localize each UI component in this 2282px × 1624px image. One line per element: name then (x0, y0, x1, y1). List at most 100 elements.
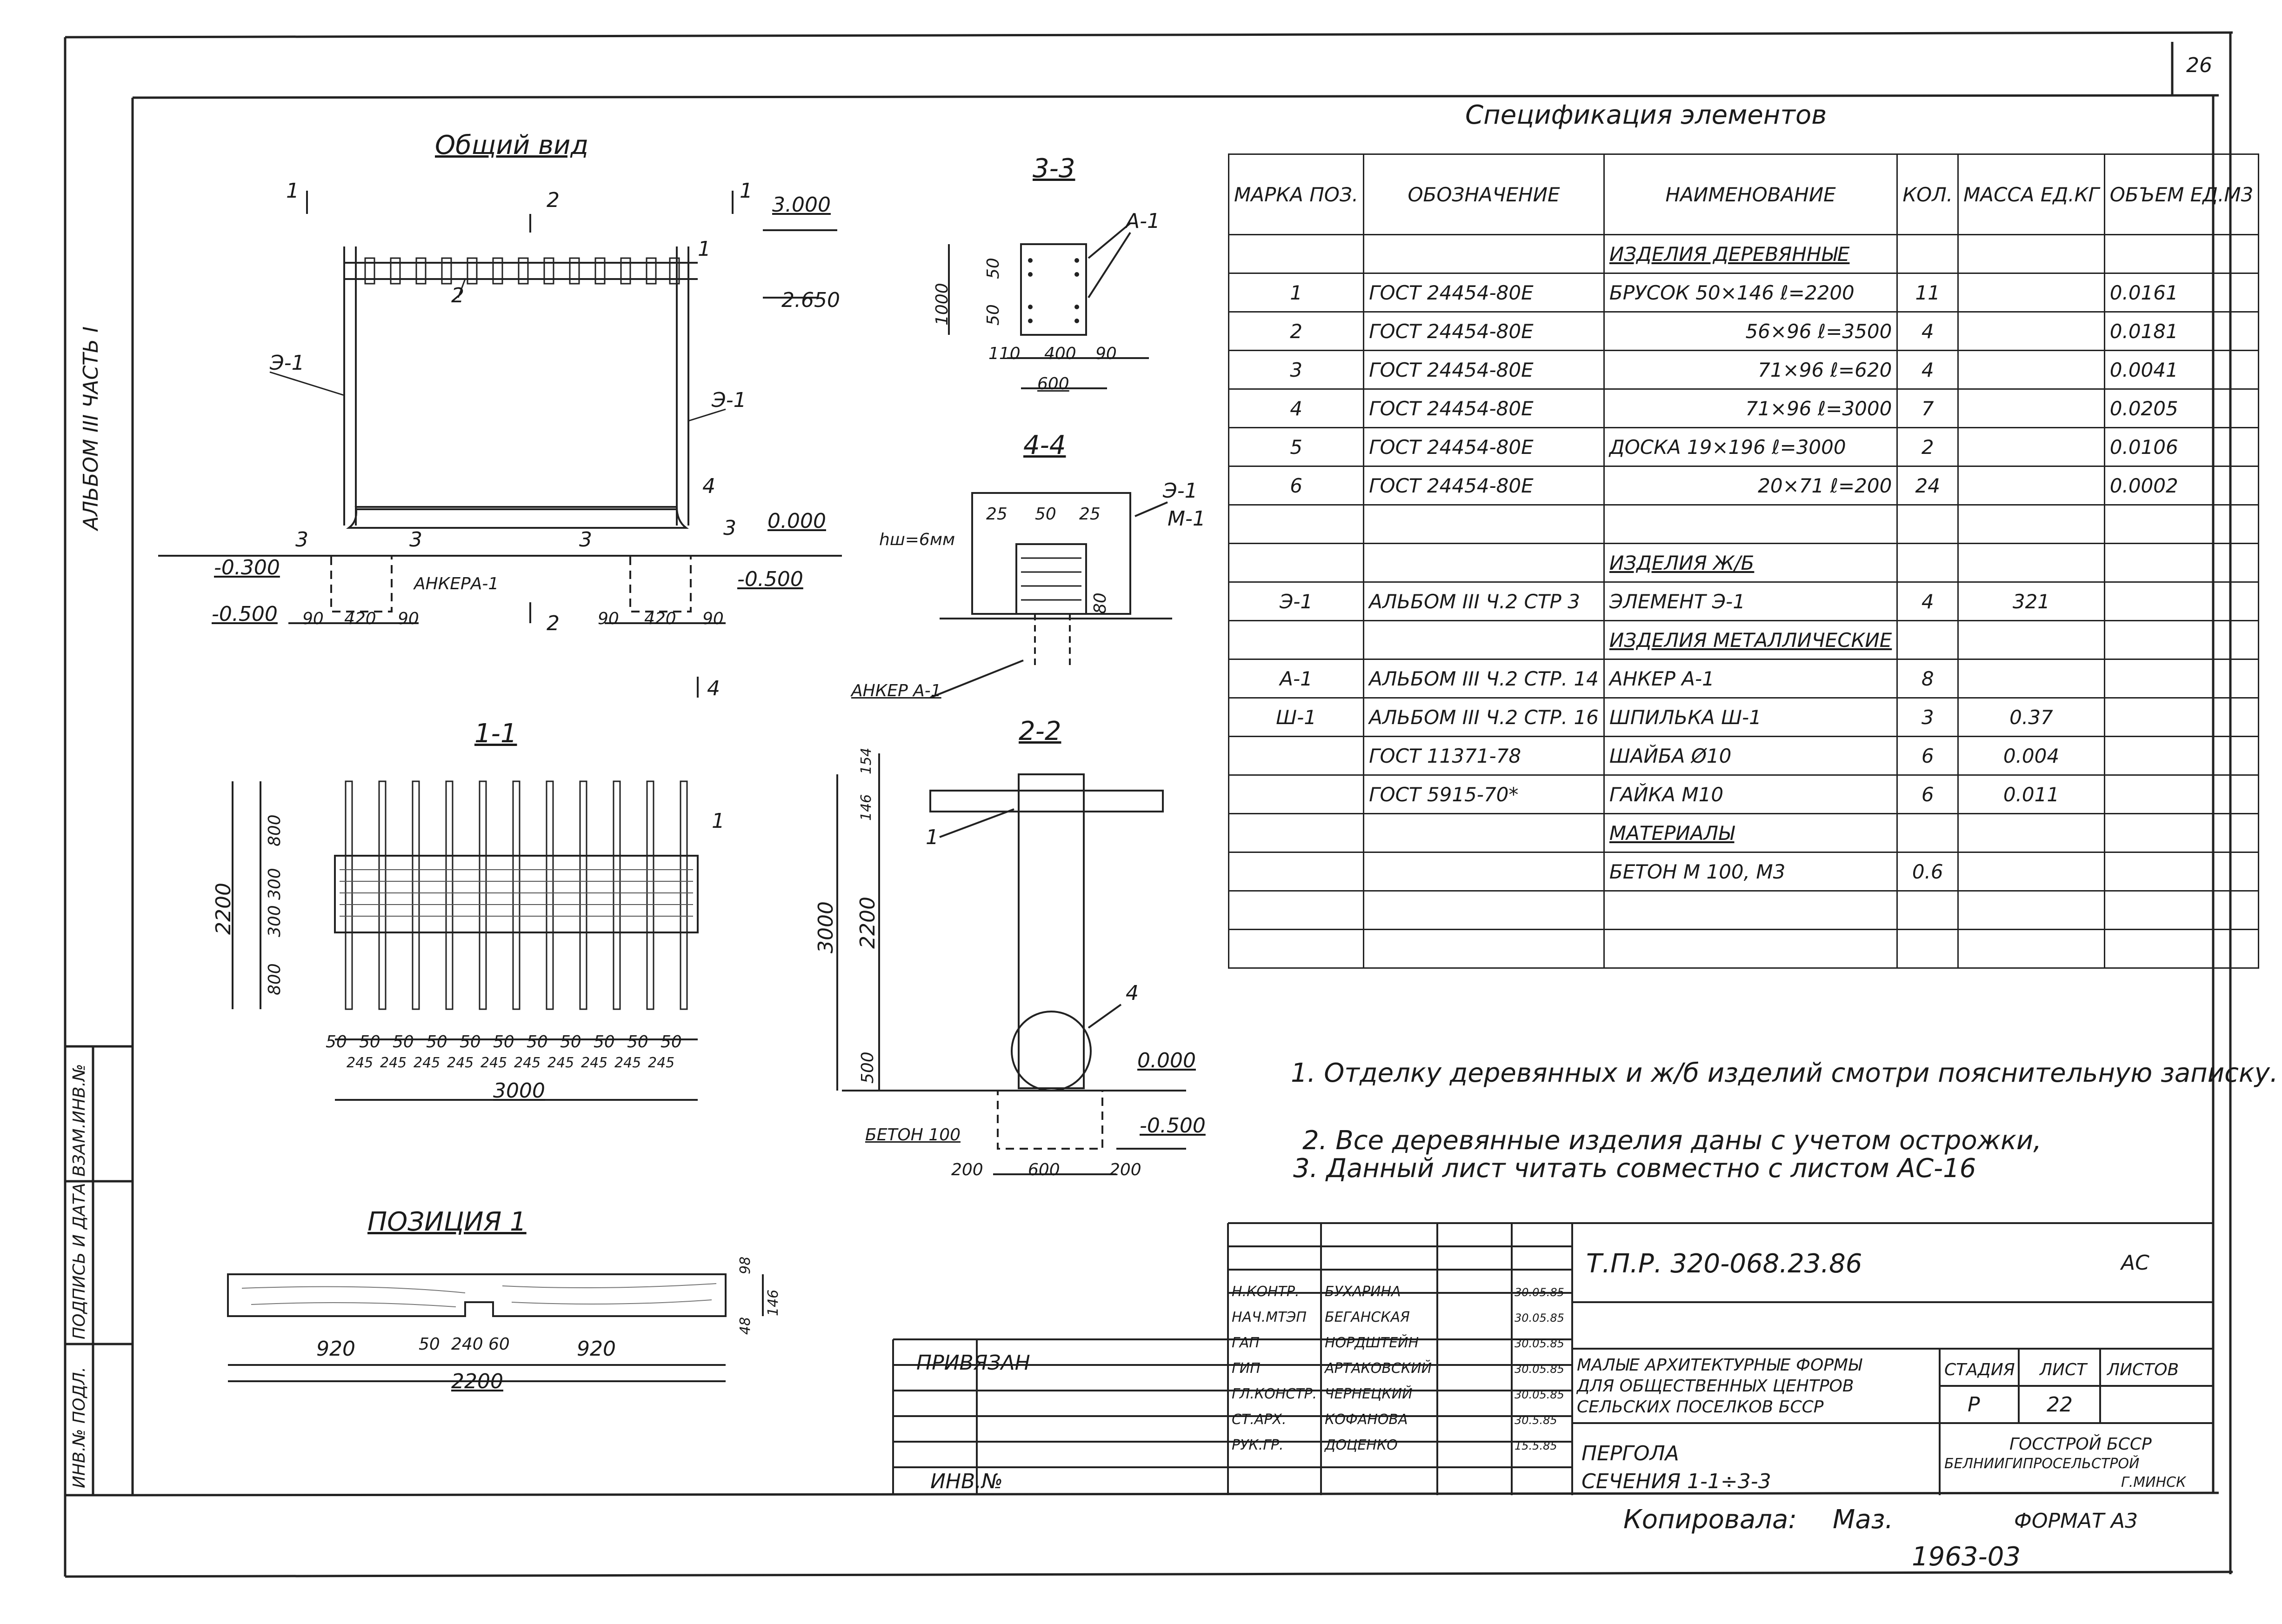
spec-row (1228, 929, 2260, 969)
dimension: 50 (527, 1032, 548, 1052)
dimension: 50 (426, 1032, 447, 1052)
dimension: 245 (547, 1055, 574, 1071)
spec-table: МАРКА ПОЗ. ОБОЗНАЧЕНИЕ НАИМЕНОВАНИЕ КОЛ.… (1228, 153, 2260, 969)
spec-cell-qty (1896, 543, 1959, 583)
spec-cell-qty (1896, 234, 1959, 274)
spec-cell-name (1603, 929, 1898, 969)
dimension: 400 (1044, 344, 1076, 363)
spec-cell-vol: 0.0041 (2103, 350, 2260, 390)
slat (378, 780, 387, 1010)
spec-cell-pos (1228, 852, 1365, 892)
spec-cell-name: ИЗДЕЛИЯ МЕТАЛЛИЧЕСКИЕ (1603, 620, 1898, 660)
spec-cell-pos: А-1 (1228, 659, 1365, 699)
format-label: ФОРМАТ А3 (2014, 1509, 2138, 1533)
spec-cell-code: ГОСТ 24454-80Е (1363, 427, 1605, 467)
spec-cell-pos: Э-1 (1228, 581, 1365, 621)
dimension: 154 (858, 747, 874, 774)
slat (512, 780, 520, 1010)
spec-cell-vol (2103, 813, 2260, 853)
spec-cell-qty: 8 (1896, 659, 1959, 699)
dimension: 420 (344, 609, 376, 628)
callout-label: Э-1 (712, 388, 747, 412)
dimension: 110 (988, 344, 1021, 363)
weld-note: hш=6мм (879, 530, 955, 549)
person-name: ДОЦЕНКО (1325, 1437, 1398, 1453)
inv-label: ИНВ.№ (930, 1470, 1003, 1493)
spec-cell-mass (1957, 620, 2105, 660)
dimension: 80 (1091, 592, 1110, 614)
spec-cell-name: ШАЙБА Ø10 (1603, 736, 1898, 776)
note-2: 2. Все деревянные изделия даны с учетом … (1302, 1125, 2042, 1156)
spec-cell-mass (1957, 813, 2105, 853)
spec-cell-vol (2103, 774, 2260, 814)
document-mark: АС (2121, 1251, 2149, 1275)
sign-date: 30.05.85 (1515, 1337, 1564, 1350)
section-mark: 4 (702, 474, 715, 498)
spec-cell-code (1363, 543, 1605, 583)
drawing-name: ПЕРГОЛА (1581, 1442, 1679, 1465)
spec-cell-qty: 4 (1896, 311, 1959, 351)
callout-label: А-1 (1126, 209, 1160, 233)
slat (680, 780, 688, 1010)
spec-cell-code (1363, 504, 1605, 544)
spec-cell-qty: 24 (1896, 466, 1959, 506)
spec-cell-pos (1228, 813, 1365, 853)
dimension: 25 (986, 505, 1008, 524)
spec-cell-code: АЛЬБОМ III Ч.2 СТР. 14 (1363, 659, 1605, 699)
spec-cell-vol: 0.0161 (2103, 273, 2260, 313)
spec-cell-pos (1228, 736, 1365, 776)
sheet-value: 22 (2047, 1393, 2073, 1417)
dimension: 245 (347, 1055, 374, 1071)
spec-cell-qty: 2 (1896, 427, 1959, 467)
spec-cell-mass (1957, 234, 2105, 274)
spec-cell-code (1363, 620, 1605, 660)
spec-cell-mass (1957, 311, 2105, 351)
slat (613, 780, 621, 1010)
spec-cell-name: БРУСОК 50×146 ℓ=2200 (1603, 273, 1898, 313)
person-name: АРТАКОВСКИЙ (1325, 1360, 1432, 1377)
role-label: РУК.ГР. (1232, 1437, 1284, 1453)
dimension: 300 (265, 905, 284, 937)
dimension: 50 (661, 1032, 682, 1052)
project-line: СЕЛЬСКИХ ПОСЕЛКОВ БССР (1577, 1398, 1824, 1417)
spec-cell-name: МАТЕРИАЛЫ (1603, 813, 1898, 853)
spec-cell-name: ГАЙКА М10 (1603, 774, 1898, 814)
spec-cell-code: ГОСТ 24454-80Е (1363, 311, 1605, 351)
callout-label: Э-1 (1163, 479, 1198, 503)
section-mark: 3 (579, 528, 592, 552)
spec-row (1228, 890, 2260, 930)
spec-cell-qty: 3 (1896, 697, 1959, 737)
person-name: ЧЕРНЕЦКИЙ (1325, 1386, 1413, 1402)
dimension: 50 (984, 258, 1003, 279)
level-mark: -0.500 (737, 567, 803, 591)
album-side-label: АЛЬБОМ III ЧАСТЬ I (79, 326, 103, 530)
spec-cell-pos (1228, 234, 1365, 274)
spec-cell-mass: 321 (1957, 581, 2105, 621)
callout-label: 2 (451, 284, 464, 307)
sign-date: 30.5.85 (1515, 1414, 1557, 1427)
spec-cell-qty (1896, 620, 1959, 660)
spec-cell-name: 20×71 ℓ=200 (1603, 466, 1898, 506)
slat (345, 780, 353, 1010)
project-line: МАЛЫЕ АРХИТЕКТУРНЫЕ ФОРМЫ (1577, 1356, 1862, 1375)
dimension: 90 (302, 609, 324, 628)
stage-value: Р (1968, 1393, 1980, 1417)
drawing-name: СЕЧЕНИЯ 1-1÷3-3 (1581, 1470, 1771, 1493)
role-label: ГИП (1232, 1360, 1261, 1377)
dimension: 1000 (933, 283, 952, 326)
spec-cell-name: ИЗДЕЛИЯ Ж/Б (1603, 543, 1898, 583)
side-stamp-label: ПОДПИСЬ И ДАТА (70, 1183, 89, 1339)
sheet-label: ЛИСТ (2040, 1360, 2087, 1379)
spec-col-header: МАРКА ПОЗ. (1228, 153, 1365, 235)
archive-number: 1963-03 (1912, 1542, 2021, 1572)
spec-cell-qty: 11 (1896, 273, 1959, 313)
spec-cell-pos (1228, 929, 1365, 969)
level-mark: -0.500 (212, 602, 278, 626)
spec-cell-vol (2103, 697, 2260, 737)
spec-cell-mass (1957, 543, 2105, 583)
slat (479, 780, 487, 1010)
